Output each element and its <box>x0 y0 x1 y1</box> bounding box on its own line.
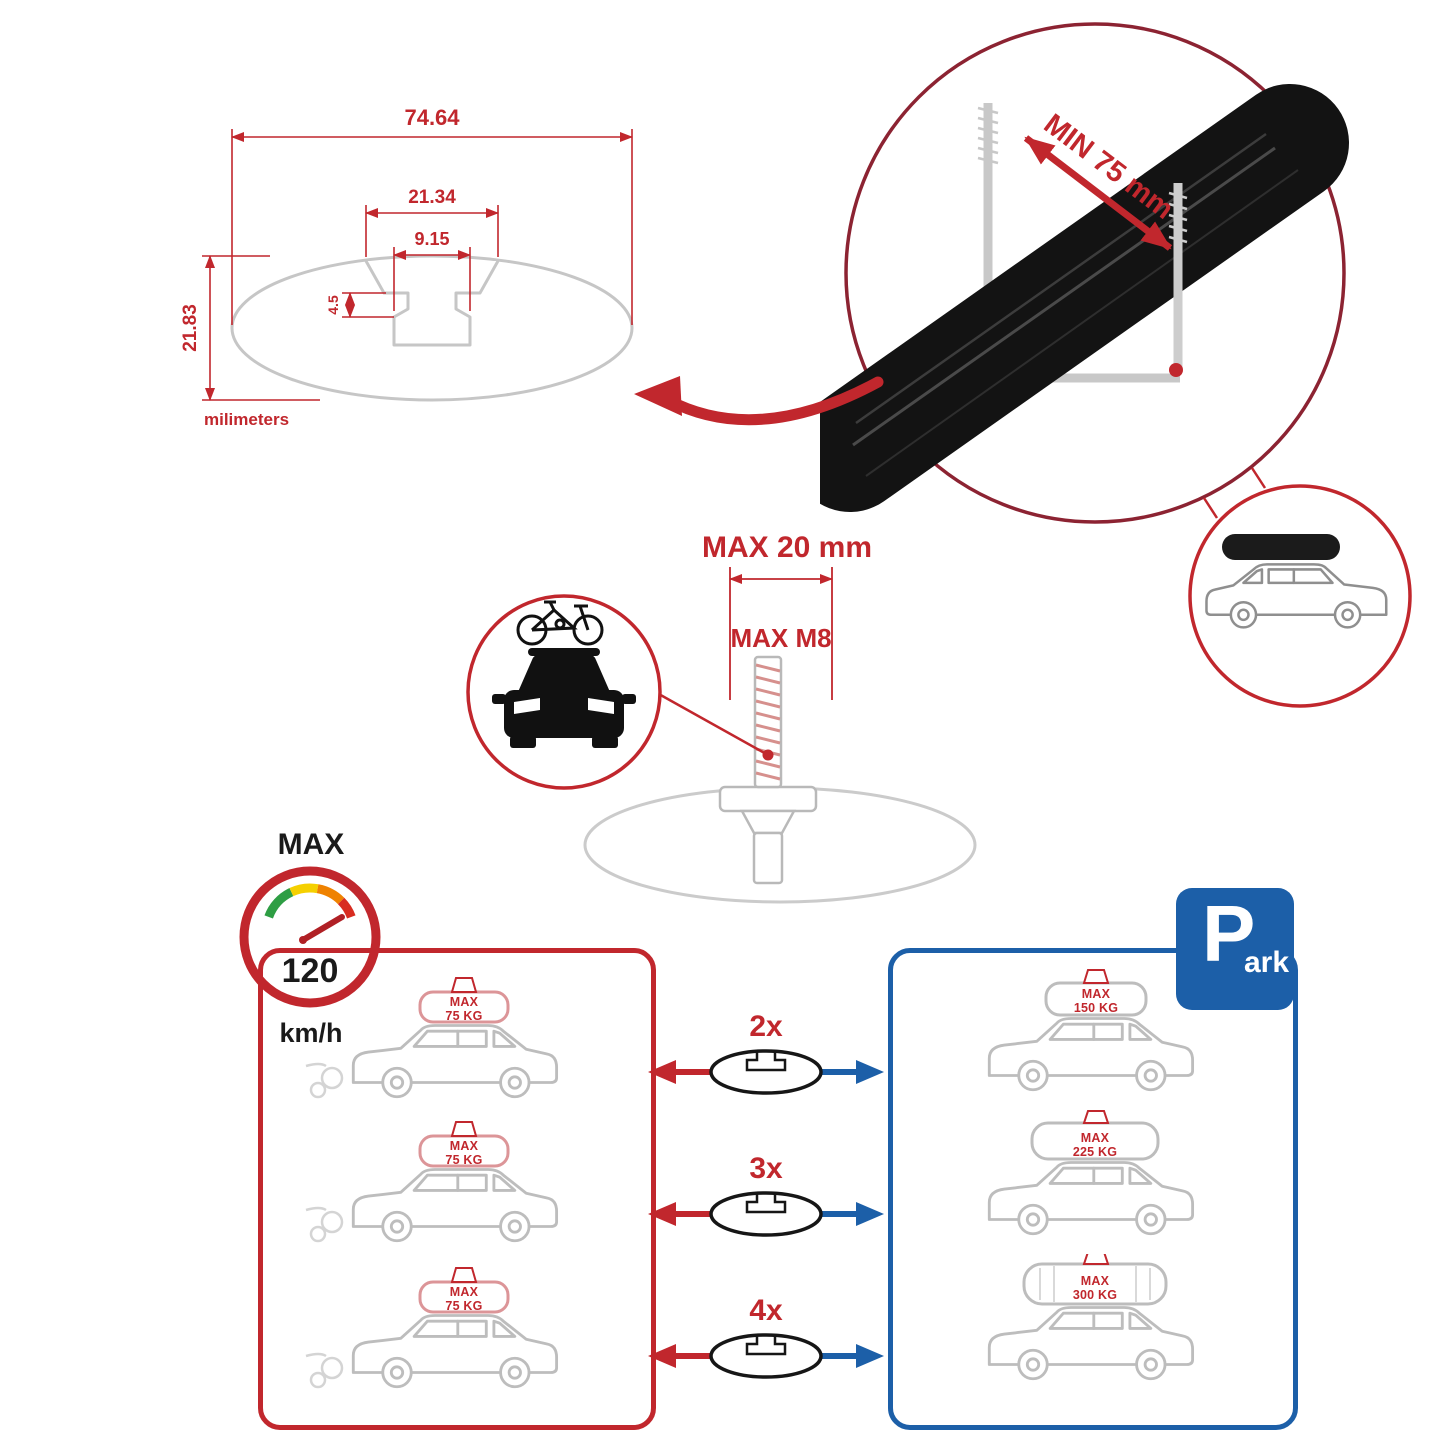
red-arrowhead-icon <box>648 1344 676 1368</box>
threaded-stud <box>753 655 783 789</box>
car-front-icon <box>492 648 636 748</box>
cargo-tag-icon <box>450 1267 478 1283</box>
units-label: milimeters <box>204 410 289 429</box>
t-slot-nut <box>718 785 818 885</box>
dim-slot-width: 9.15 <box>414 229 449 249</box>
cargo-tag-icon <box>1082 969 1110 984</box>
crossbar-section-icon <box>709 1049 823 1095</box>
speed-units: km/h <box>279 1018 343 1048</box>
car-drawing <box>305 1267 559 1389</box>
bar-count-row: 3x <box>648 1152 884 1237</box>
red-arrowhead-icon <box>648 1060 676 1084</box>
dim-slot-depth: 4.5 <box>325 295 341 315</box>
suv-icon <box>351 1024 559 1099</box>
crossbar-section-icon <box>709 1191 823 1237</box>
bar-count-label: 4x <box>749 1294 783 1327</box>
pointer-line <box>656 691 769 757</box>
bar-count-label: 2x <box>749 1010 783 1043</box>
speed-max-heading: MAX <box>277 828 345 861</box>
car-drawing <box>305 1121 559 1243</box>
bar-count-label: 3x <box>749 1152 783 1185</box>
suv-icon <box>351 1314 559 1389</box>
bolt-dim-lines <box>729 567 833 700</box>
exhaust-puffs-icon <box>305 1206 344 1243</box>
bar-count-row: 4x <box>648 1294 884 1379</box>
suv-with-roofbox-icon <box>1205 534 1388 629</box>
cargo-tag-icon <box>450 977 478 993</box>
min-span-arrow <box>1023 135 1173 251</box>
speedometer-gauge-arc <box>264 883 356 919</box>
dim-channel-width: 21.34 <box>408 187 456 208</box>
blue-arrowhead-icon <box>856 1344 884 1368</box>
circle-connectors <box>1202 467 1267 519</box>
bike-car-circle <box>466 594 662 790</box>
bolt-max-length-label: MAX 20 mm <box>702 531 872 564</box>
dim-height: 21.83 <box>180 304 201 352</box>
speedometer-needle <box>300 914 345 943</box>
parking-letter: P <box>1202 889 1256 978</box>
car-drawing <box>305 977 559 1099</box>
needle-hub <box>299 936 307 944</box>
car-drawing <box>987 1251 1195 1381</box>
car-drawing <box>987 1110 1195 1236</box>
bolt-max-thread-label: MAX M8 <box>730 623 831 653</box>
bolt-detail-diagram: MAX 20 mm MAX M8 <box>583 531 977 904</box>
crossbar-render <box>820 84 1349 512</box>
clamp-point-dot <box>1169 363 1183 377</box>
per-bar-load-box <box>258 948 656 1430</box>
bicycle-icon <box>516 600 604 646</box>
speedometer: 120 <box>239 866 381 1008</box>
blue-arrowhead-icon <box>856 1060 884 1084</box>
bar-count-row: 2x <box>648 1010 884 1095</box>
blue-arrowhead-icon <box>856 1202 884 1226</box>
clamp-front-rod <box>1168 183 1188 368</box>
parking-text: ark <box>1244 946 1290 979</box>
basket-slats <box>1039 1266 1151 1302</box>
car-drawing <box>987 969 1195 1092</box>
cargo-tag-icon <box>1082 1251 1110 1265</box>
parking-sign: P ark <box>1176 888 1294 1010</box>
red-arrowhead-icon <box>648 1202 676 1226</box>
speed-value: 120 <box>282 952 339 990</box>
t-slot-icon <box>745 1336 787 1356</box>
curved-pointer-arrow <box>634 376 884 426</box>
crossbar-section-icon <box>709 1333 823 1379</box>
pointer-dot <box>762 749 774 761</box>
cargo-tag-icon <box>1082 1110 1110 1124</box>
t-slot-icon <box>745 1194 787 1214</box>
dim-total-width: 74.64 <box>404 105 460 130</box>
t-slot-profile <box>364 260 500 347</box>
suv-icon <box>351 1168 559 1243</box>
t-slot-icon <box>745 1052 787 1072</box>
exhaust-puffs-icon <box>305 1062 344 1099</box>
exhaust-puffs-icon <box>305 1352 344 1389</box>
suv-icon <box>987 1306 1195 1381</box>
suv-icon <box>987 1017 1195 1092</box>
suv-icon <box>987 1161 1195 1236</box>
bar-detail-circle: MIN 75 mm <box>820 22 1412 708</box>
dimension-lines <box>202 129 633 401</box>
cross-section-diagram: 74.64 21.34 9.15 4.5 21.83 milimeters <box>180 105 634 429</box>
cargo-tag-icon <box>450 1121 478 1137</box>
combined-load-box <box>888 948 1298 1430</box>
